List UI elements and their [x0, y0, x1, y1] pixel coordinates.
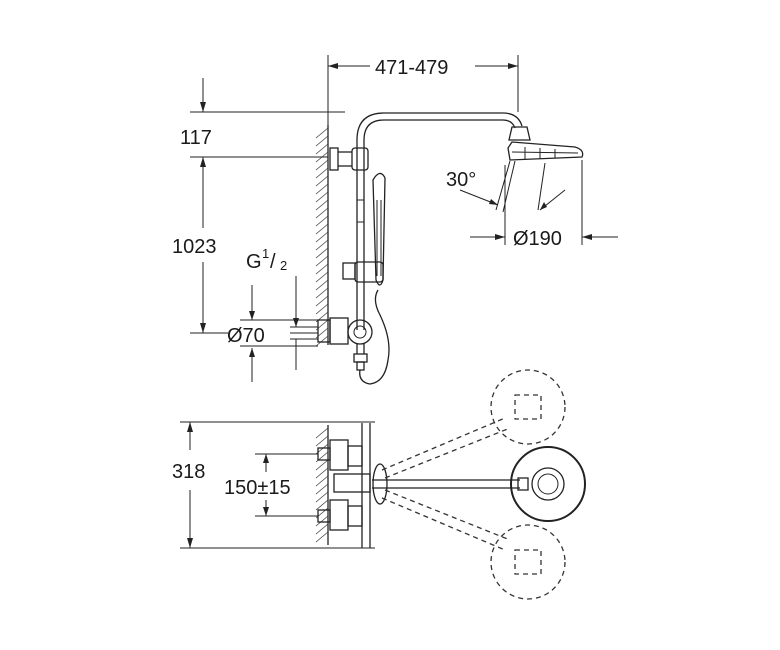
plan-depth-label: 318	[172, 461, 205, 483]
thread-slash-label: /	[270, 251, 276, 273]
wall-hatch-line	[315, 255, 329, 267]
dimension-thread: G 1 / 2	[246, 246, 299, 370]
wall-hatch-line	[315, 247, 329, 259]
thread-prefix-label: G	[246, 251, 262, 273]
wall-hatch-line	[315, 183, 329, 195]
thread-denominator-label: 2	[280, 258, 287, 273]
wall-hatch-line	[315, 239, 329, 251]
dimension-plan-depth: 318	[172, 421, 375, 549]
wall-hatch-line	[315, 175, 329, 187]
side-elevation-view: 471-479 117 1023 G 1 / 2	[172, 55, 618, 385]
wall-hatch-line	[315, 427, 329, 439]
wall-hatch-line	[315, 159, 329, 171]
hand-shower-slider	[342, 261, 384, 283]
dimension-vertical-heights: 117 1023	[172, 78, 345, 334]
head-height-label: 117	[180, 127, 212, 149]
wall-hatch-line	[315, 435, 329, 447]
wall-hatch-line	[315, 263, 329, 275]
wall-hatch-line	[315, 335, 329, 347]
dimension-arm-reach: 471-479	[327, 55, 519, 125]
wall-hatch-line	[315, 167, 329, 179]
wall-hatch-line	[315, 515, 329, 527]
wall-hatch-line	[315, 303, 329, 315]
hand-shower	[359, 172, 390, 385]
wall-hatch-line	[315, 475, 329, 487]
dimension-head-diameter: Ø190	[470, 160, 618, 250]
riser-height-label: 1023	[172, 236, 217, 258]
thread-numerator-label: 1	[262, 246, 269, 261]
overhead-shower-arm	[356, 112, 531, 141]
wall-hatch-line	[315, 483, 329, 495]
wall-hatch-line	[315, 231, 329, 243]
head-shower-plan	[510, 446, 586, 522]
wall-hatch-line	[315, 207, 329, 219]
wall-hatch-line	[315, 279, 329, 291]
rosette-diameter-label: Ø70	[227, 325, 265, 347]
upper-wall-bracket	[329, 147, 369, 171]
riser-pipe	[356, 140, 365, 330]
wall-hatch-line	[315, 127, 329, 139]
head-diameter-label: Ø190	[513, 228, 562, 250]
wall-hatch-line	[315, 295, 329, 307]
spray-angle-indicator	[459, 160, 566, 213]
wall-hatch-line	[315, 531, 329, 543]
wall-hatch-line	[315, 135, 329, 147]
wall-hatch-line	[315, 287, 329, 299]
wall-hatch-line	[315, 191, 329, 203]
wall-section	[315, 125, 329, 347]
wall-hatch-line	[315, 199, 329, 211]
inlet-centres-label: 150±15	[224, 477, 291, 499]
wall-hatch-line	[315, 499, 329, 511]
plan-view: 318 150±15	[172, 369, 586, 600]
thermostat-mixer-side	[290, 317, 373, 371]
dimension-rosette: Ø70	[227, 285, 318, 382]
spray-angle-label: 30°	[446, 169, 476, 191]
wall-hatch-line	[315, 143, 329, 155]
arm-reach-label: 471-479	[375, 57, 448, 79]
head-shower-swivel-positions	[381, 369, 566, 600]
head-shower	[507, 141, 584, 161]
wall-hatch-line	[315, 215, 329, 227]
wall-hatch-line	[315, 467, 329, 479]
dimension-inlet-centres: 150±15	[224, 453, 318, 517]
wall-hatch-line	[315, 459, 329, 471]
wall-hatch-line	[315, 223, 329, 235]
wall-hatch-line	[315, 523, 329, 535]
wall-hatch-line	[315, 491, 329, 503]
plan-wall	[315, 425, 329, 545]
plan-arm	[372, 463, 529, 505]
wall-hatch-line	[315, 271, 329, 283]
